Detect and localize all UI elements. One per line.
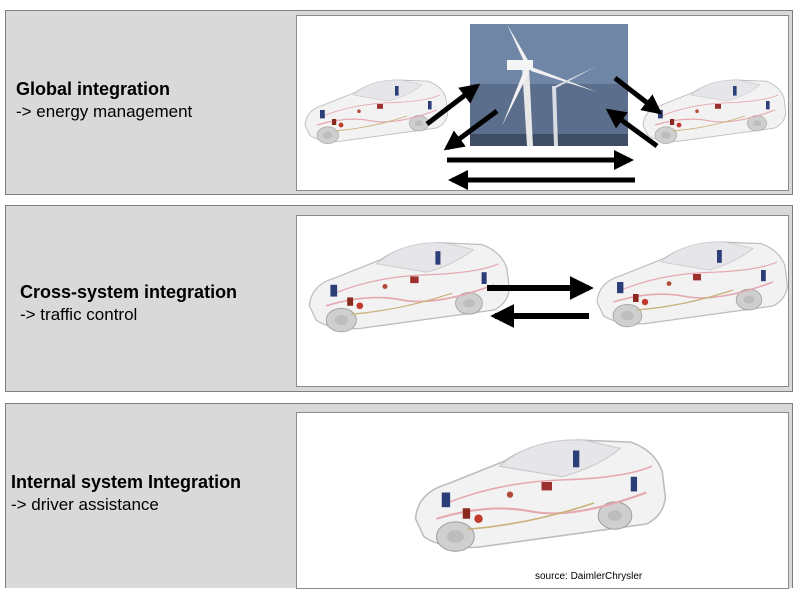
cross-system-integration-image — [296, 215, 789, 387]
section-title: Internal system Integration — [11, 472, 242, 492]
arrow-icon — [425, 76, 663, 190]
section-subtitle: -> traffic control — [20, 305, 138, 324]
car-cutaway-icon — [596, 241, 788, 328]
global-integration-label: Global integration -> energy management — [16, 79, 192, 122]
internal-system-integration-image: source: DaimlerChrysler — [296, 412, 789, 589]
section-subtitle: -> energy management — [16, 102, 193, 121]
section-title: Global integration — [16, 79, 171, 99]
global-integration-panel: Global integration -> energy management — [5, 10, 793, 195]
section-title: Cross-system integration — [20, 282, 238, 302]
cross-system-integration-label: Cross-system integration -> traffic cont… — [20, 282, 237, 325]
internal-system-integration-label: Internal system Integration -> driver as… — [11, 472, 241, 515]
wind-turbine-icon — [470, 24, 628, 146]
section-subtitle: -> driver assistance — [11, 495, 159, 514]
internal-system-integration-panel: Internal system Integration -> driver as… — [5, 403, 793, 589]
source-note: source: DaimlerChrysler — [535, 571, 643, 582]
global-integration-image — [296, 15, 789, 191]
arrow-icon — [487, 276, 594, 328]
car-cutaway-icon — [414, 438, 667, 553]
car-cutaway-icon — [304, 79, 449, 145]
car-cutaway-icon — [642, 79, 787, 145]
cross-system-integration-panel: Cross-system integration -> traffic cont… — [5, 205, 793, 392]
car-cutaway-icon — [308, 241, 511, 333]
